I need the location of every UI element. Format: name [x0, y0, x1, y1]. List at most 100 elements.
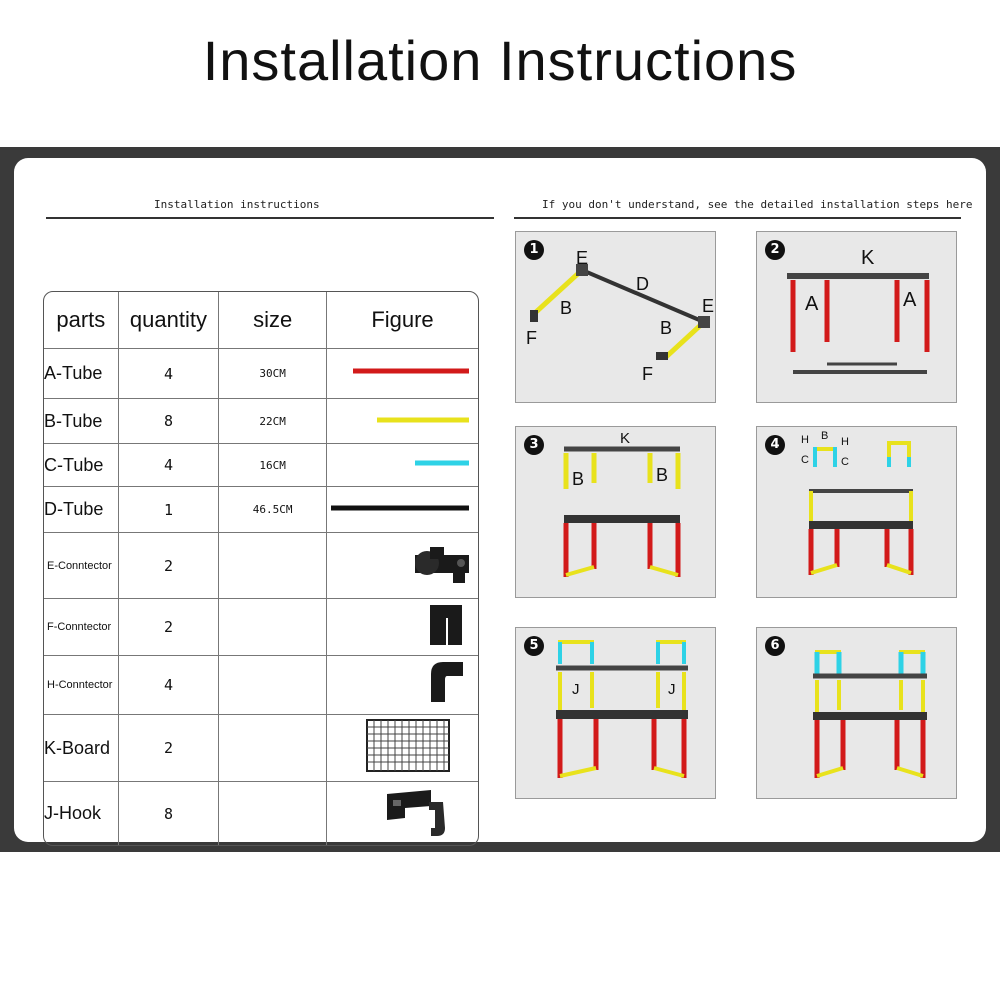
- e-connector-icon: [415, 547, 469, 583]
- part-quantity: 4: [118, 656, 220, 715]
- part-quantity: 8: [119, 782, 220, 845]
- step-label: H: [841, 436, 849, 448]
- step-label: F: [526, 328, 537, 348]
- table-row: F-Conntector 2: [44, 599, 478, 656]
- left-heading-rule: [46, 217, 494, 219]
- part-figure: [327, 349, 478, 399]
- part-figure: [327, 599, 478, 656]
- step-label: B: [560, 298, 572, 318]
- step-1-diagram: E D B E B F F: [526, 248, 714, 384]
- left-section-heading: Installation instructions: [154, 198, 320, 211]
- part-name: H-Conntector: [44, 656, 119, 715]
- table-row: D-Tube 1 46.5CM: [44, 487, 478, 533]
- part-size: 16CM: [219, 444, 327, 487]
- step-2-number: 2: [765, 240, 785, 260]
- part-name: C-Tube: [44, 444, 119, 487]
- step-label: H: [801, 434, 809, 446]
- part-figure: [327, 715, 478, 782]
- step-label: C: [841, 456, 849, 468]
- yellow-tube-icon: [377, 417, 469, 423]
- table-row: B-Tube 8 22CM: [44, 399, 478, 444]
- part-figure: [327, 399, 478, 444]
- part-size: [219, 715, 327, 782]
- step-6-panel: 6: [756, 627, 957, 799]
- parts-table: parts quantity size Figure A-Tube 4 30CM…: [43, 291, 479, 846]
- red-tube-icon: [353, 368, 469, 374]
- step-label: K: [620, 430, 630, 447]
- part-size: 30CM: [219, 349, 327, 399]
- table-row: H-Conntector 4: [44, 656, 478, 715]
- column-header-quantity: quantity: [118, 292, 220, 349]
- part-quantity: 1: [118, 487, 220, 533]
- column-header-size: size: [219, 292, 327, 349]
- part-name: B-Tube: [44, 399, 119, 444]
- part-size: 46.5CM: [219, 487, 327, 533]
- step-label: K: [861, 247, 875, 269]
- part-size: [219, 599, 327, 656]
- j-hook-icon: [387, 790, 445, 836]
- part-figure: [327, 487, 478, 533]
- step-2-diagram: K A A: [787, 247, 930, 374]
- step-label: D: [636, 274, 649, 294]
- part-figure: [327, 533, 478, 599]
- part-name: E-Conntector: [44, 533, 119, 599]
- part-quantity: 4: [118, 444, 220, 487]
- step-5-panel: 5 J J: [515, 627, 716, 799]
- step-label: F: [642, 364, 653, 384]
- step-3-number: 3: [524, 435, 544, 455]
- instruction-sheet-frame: Installation instructions If you don't u…: [0, 147, 1000, 852]
- right-section-heading: If you don't understand, see the detaile…: [542, 198, 973, 211]
- step-label: B: [660, 318, 672, 338]
- table-row: K-Board 2: [44, 715, 478, 782]
- part-quantity: 2: [118, 715, 220, 782]
- table-row: A-Tube 4 30CM: [44, 349, 478, 399]
- step-4-diagram: H B H C C: [801, 430, 914, 575]
- right-heading-rule: [514, 217, 961, 219]
- table-row: J-Hook 8: [44, 782, 478, 845]
- step-label: E: [702, 296, 714, 316]
- k-board-icon: [366, 719, 450, 772]
- page-title: Installation Instructions: [202, 29, 798, 92]
- step-6-diagram: [813, 650, 927, 778]
- table-header-row: parts quantity size Figure: [44, 292, 478, 349]
- step-5-diagram: J J: [556, 640, 688, 778]
- step-1-number: 1: [524, 240, 544, 260]
- step-label: B: [572, 469, 584, 489]
- step-4-number: 4: [765, 435, 785, 455]
- column-header-parts: parts: [44, 292, 119, 349]
- part-figure: [327, 444, 478, 487]
- step-label: E: [576, 248, 588, 268]
- step-2-panel: 2 K A A: [756, 231, 957, 403]
- step-4-panel: 4 H B H C C: [756, 426, 957, 598]
- step-label: B: [821, 430, 828, 442]
- step-label: J: [572, 681, 580, 698]
- cyan-tube-icon: [415, 460, 469, 466]
- f-connector-icon: [430, 605, 462, 645]
- column-header-figure: Figure: [327, 292, 478, 349]
- step-6-number: 6: [765, 636, 785, 656]
- part-name: K-Board: [44, 715, 119, 782]
- step-1-panel: 1 E D B E B F F: [515, 231, 716, 403]
- step-label: B: [656, 465, 668, 485]
- part-quantity: 2: [118, 533, 220, 599]
- step-label: C: [801, 454, 809, 466]
- part-size: [219, 656, 327, 715]
- table-row: E-Conntector 2: [44, 533, 478, 599]
- part-quantity: 2: [118, 599, 220, 656]
- part-name: D-Tube: [44, 487, 119, 533]
- step-3-panel: 3 K B B: [515, 426, 716, 598]
- part-quantity: 8: [118, 399, 220, 444]
- part-name: A-Tube: [44, 349, 119, 399]
- part-name: J-Hook: [44, 782, 119, 845]
- part-size: 22CM: [219, 399, 327, 444]
- h-connector-icon: [431, 662, 463, 702]
- part-size: [219, 533, 327, 599]
- table-row: C-Tube 4 16CM: [44, 444, 478, 487]
- part-figure: [327, 656, 478, 715]
- step-5-number: 5: [524, 636, 544, 656]
- part-figure: [327, 782, 478, 845]
- black-tube-icon: [331, 505, 469, 511]
- step-label: A: [805, 293, 819, 315]
- instruction-sheet: Installation instructions If you don't u…: [14, 158, 986, 846]
- part-size: [219, 782, 327, 845]
